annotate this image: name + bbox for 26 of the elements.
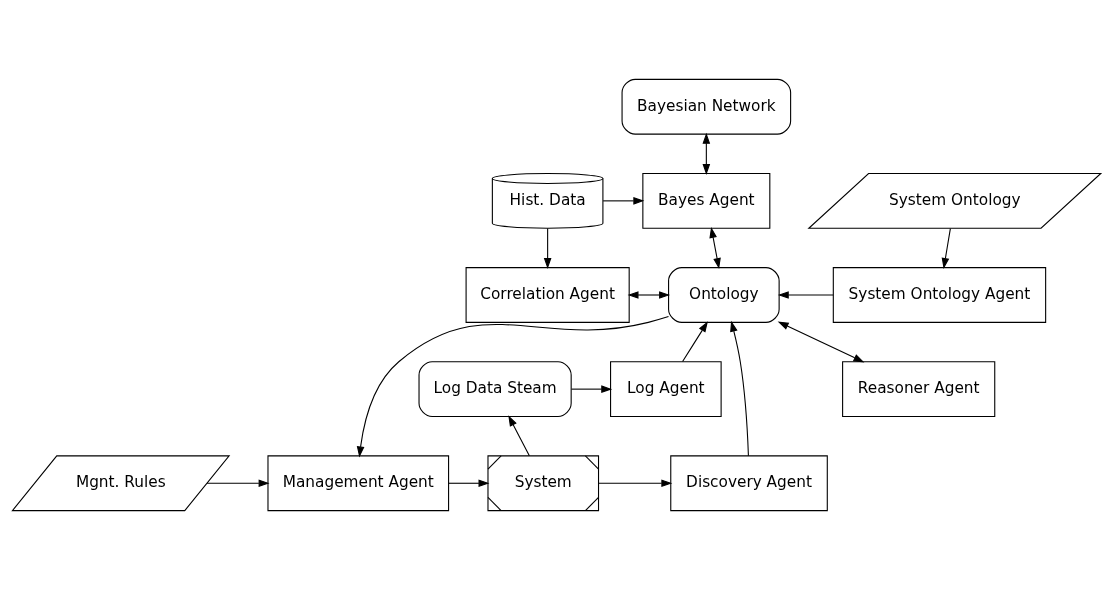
- node-box: Bayes Agent: [642, 172, 771, 229]
- arrow: [709, 226, 721, 269]
- arrow: [598, 479, 673, 488]
- node-box: Discovery Agent: [670, 455, 828, 512]
- node-box: Bayesian Network: [621, 78, 792, 135]
- arrow: [602, 197, 645, 205]
- node-box: Log Agent: [610, 361, 722, 418]
- arrow: [448, 479, 490, 488]
- node-box: Log Data Steam: [418, 361, 572, 418]
- arrow: [941, 228, 951, 269]
- node-box: Reasoner Agent: [842, 361, 996, 418]
- arrow: [777, 321, 865, 363]
- arrow: [777, 291, 834, 299]
- arrow: [730, 320, 749, 457]
- arrow: [206, 479, 270, 488]
- node-box: Management Agent: [267, 455, 450, 512]
- arrow: [570, 385, 613, 393]
- arrow: [356, 316, 670, 458]
- arrow: [682, 321, 708, 363]
- arrow: [627, 291, 671, 299]
- arrow: [543, 228, 552, 269]
- node-box: Correlation Agent: [465, 267, 630, 323]
- node-box: Ontology: [668, 267, 780, 323]
- arrow: [508, 415, 530, 457]
- arrow: [702, 132, 711, 175]
- node-box: System Ontology Agent: [832, 267, 1047, 323]
